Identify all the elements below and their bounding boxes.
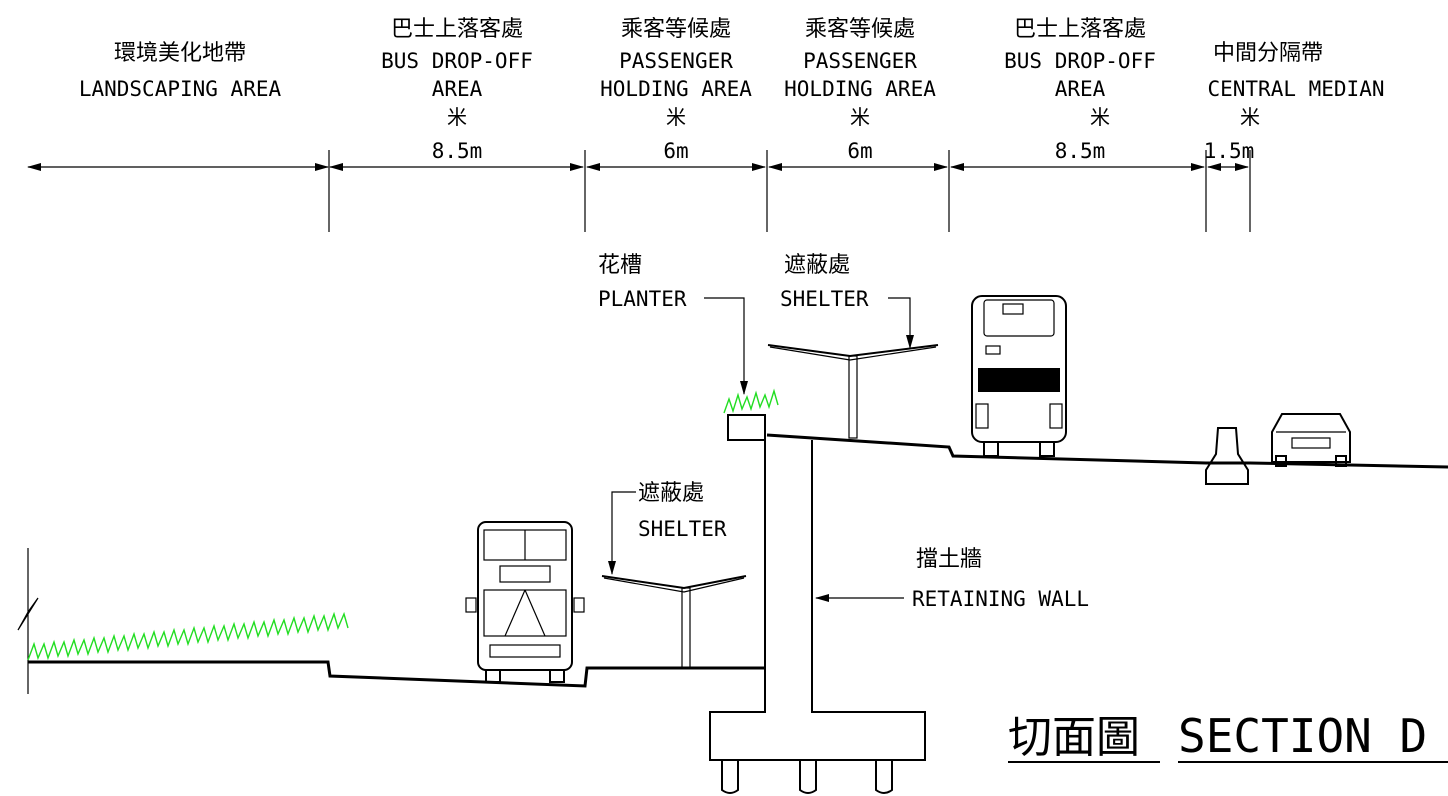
zone-bus-dropoff-right-en2: AREA [1055, 77, 1106, 101]
pile [875, 760, 893, 794]
lower-shelter-label-en: SHELTER [638, 517, 727, 541]
planter-grass [723, 388, 779, 414]
retaining-wall-label-en: RETAINING WALL [912, 587, 1089, 611]
zone-bus-dropoff-left-en2: AREA [432, 77, 483, 101]
bus-wheel [983, 441, 999, 457]
bus-destination-sign [499, 565, 551, 583]
bus-destination-sign [983, 299, 1055, 337]
section-title: 切面圖 SECTION D [1008, 709, 1448, 763]
shelter-post [848, 355, 858, 439]
bus-wiper [524, 589, 546, 637]
bus-grille [978, 368, 1060, 392]
zone-holding-left-en1: PASSENGER [619, 49, 733, 73]
grass-strip [27, 611, 349, 661]
landscaping-grass [27, 388, 779, 661]
zone-bus-dropoff-right-zh: 巴士上落客處 [1014, 17, 1146, 42]
lower-shelter-callout: 遮蔽處 SHELTER [608, 481, 727, 575]
zone-holding-right: 乘客等候處 PASSENGER HOLDING AREA 米 6m [784, 17, 936, 163]
zone-holding-right-zh: 乘客等候處 [805, 17, 915, 42]
bus-mirror [465, 597, 477, 613]
bus-wheel [1039, 441, 1055, 457]
bus-wiper [504, 589, 526, 637]
zone-holding-left-zh: 乘客等候處 [621, 17, 731, 42]
car-wheel [1335, 455, 1347, 467]
lower-bus-icon [465, 521, 585, 683]
pile [721, 760, 739, 794]
bus-light [985, 345, 1001, 355]
bus-grille [489, 644, 561, 658]
planter-leader [704, 297, 748, 395]
upper-shelter-label-en: SHELTER [780, 287, 869, 311]
zone-bus-dropoff-left-en1: BUS DROP-OFF [381, 49, 533, 73]
zone-bus-dropoff-left-zh: 巴士上落客處 [391, 17, 523, 42]
break-line [17, 548, 39, 694]
zone-holding-left-unit: 米 [666, 105, 686, 129]
car-icon [1271, 413, 1351, 467]
lower-shelter-icon [601, 575, 747, 669]
bus-headlight [1049, 403, 1063, 429]
planter-callout: 花槽 PLANTER [598, 253, 748, 395]
planter-label-zh: 花槽 [598, 253, 642, 278]
lower-ground-line [28, 660, 765, 688]
zone-bus-dropoff-left-unit: 米 [447, 105, 467, 129]
upper-shelter-icon [767, 344, 939, 439]
zone-bus-dropoff-left: 巴士上落客處 BUS DROP-OFF AREA 米 8.5m [381, 17, 533, 163]
bus-wheel [485, 669, 501, 683]
shelter-canopy-underside [769, 346, 937, 361]
bus-lower-window [483, 589, 567, 637]
shelter-post [681, 587, 691, 669]
retaining-wall [709, 414, 926, 794]
zone-central-median-unit: 米 [1240, 105, 1260, 129]
zone-holding-right-en1: PASSENGER [803, 49, 917, 73]
shelter-canopy-underside [603, 577, 745, 593]
section-title-en: SECTION D [1178, 709, 1427, 763]
section-title-zh: 切面圖 [1008, 712, 1140, 763]
zone-holding-left: 乘客等候處 PASSENGER HOLDING AREA 米 6m [600, 17, 752, 163]
zone-bus-dropoff-right-en1: BUS DROP-OFF [1004, 49, 1156, 73]
bus-headlight [975, 403, 989, 429]
car-body [1271, 413, 1351, 463]
upper-bus-icon [971, 295, 1067, 457]
zone-bus-dropoff-right-width: 8.5m [1055, 139, 1106, 163]
zone-central-median-zh: 中間分隔帶 [1213, 41, 1323, 66]
lower-shelter-label-zh: 遮蔽處 [638, 481, 704, 506]
planter-box [727, 414, 766, 441]
piles [721, 760, 893, 794]
zone-bus-dropoff-right-unit: 米 [1090, 105, 1110, 129]
ground-profile [17, 433, 1448, 694]
zone-bus-dropoff-right: 巴士上落客處 BUS DROP-OFF AREA 米 8.5m [1004, 17, 1156, 163]
bus-body [971, 295, 1067, 443]
zone-landscaping-en: LANDSCAPING AREA [79, 77, 282, 101]
dimension-line [27, 150, 1251, 232]
bus-body [477, 521, 573, 671]
zone-central-median-en: CENTRAL MEDIAN [1207, 77, 1384, 101]
upper-shelter-callout: 遮蔽處 SHELTER [780, 253, 914, 349]
zone-holding-right-width: 6m [847, 139, 872, 163]
pile [799, 760, 817, 794]
car-grille [1291, 437, 1331, 449]
car-wheel [1275, 455, 1287, 467]
retaining-wall-label-zh: 擋土牆 [916, 547, 982, 572]
zone-central-median: 中間分隔帶 CENTRAL MEDIAN 米 1.5m [1204, 41, 1385, 163]
zone-landscaping: 環境美化地帶 LANDSCAPING AREA [79, 41, 282, 101]
zone-holding-left-width: 6m [663, 139, 688, 163]
zone-central-median-width: 1.5m [1204, 139, 1255, 163]
zone-holding-right-unit: 米 [850, 105, 870, 129]
upper-shelter-label-zh: 遮蔽處 [784, 253, 850, 278]
bus-route-box [1002, 303, 1024, 315]
zone-holding-right-en2: HOLDING AREA [784, 77, 936, 101]
median-barrier-icon [1205, 427, 1249, 485]
lower-shelter-leader [608, 491, 636, 575]
upper-shelter-leader [888, 297, 914, 349]
retaining-wall-callout: 擋土牆 RETAINING WALL [815, 547, 1089, 611]
planter-label-en: PLANTER [598, 287, 687, 311]
upper-ground-line [766, 433, 1448, 469]
bus-wheel [549, 669, 565, 683]
zone-holding-left-en2: HOLDING AREA [600, 77, 752, 101]
zone-bus-dropoff-left-width: 8.5m [432, 139, 483, 163]
bus-mirror [573, 597, 585, 613]
retaining-wall-body [709, 440, 926, 761]
zone-landscaping-zh: 環境美化地帶 [114, 41, 246, 66]
